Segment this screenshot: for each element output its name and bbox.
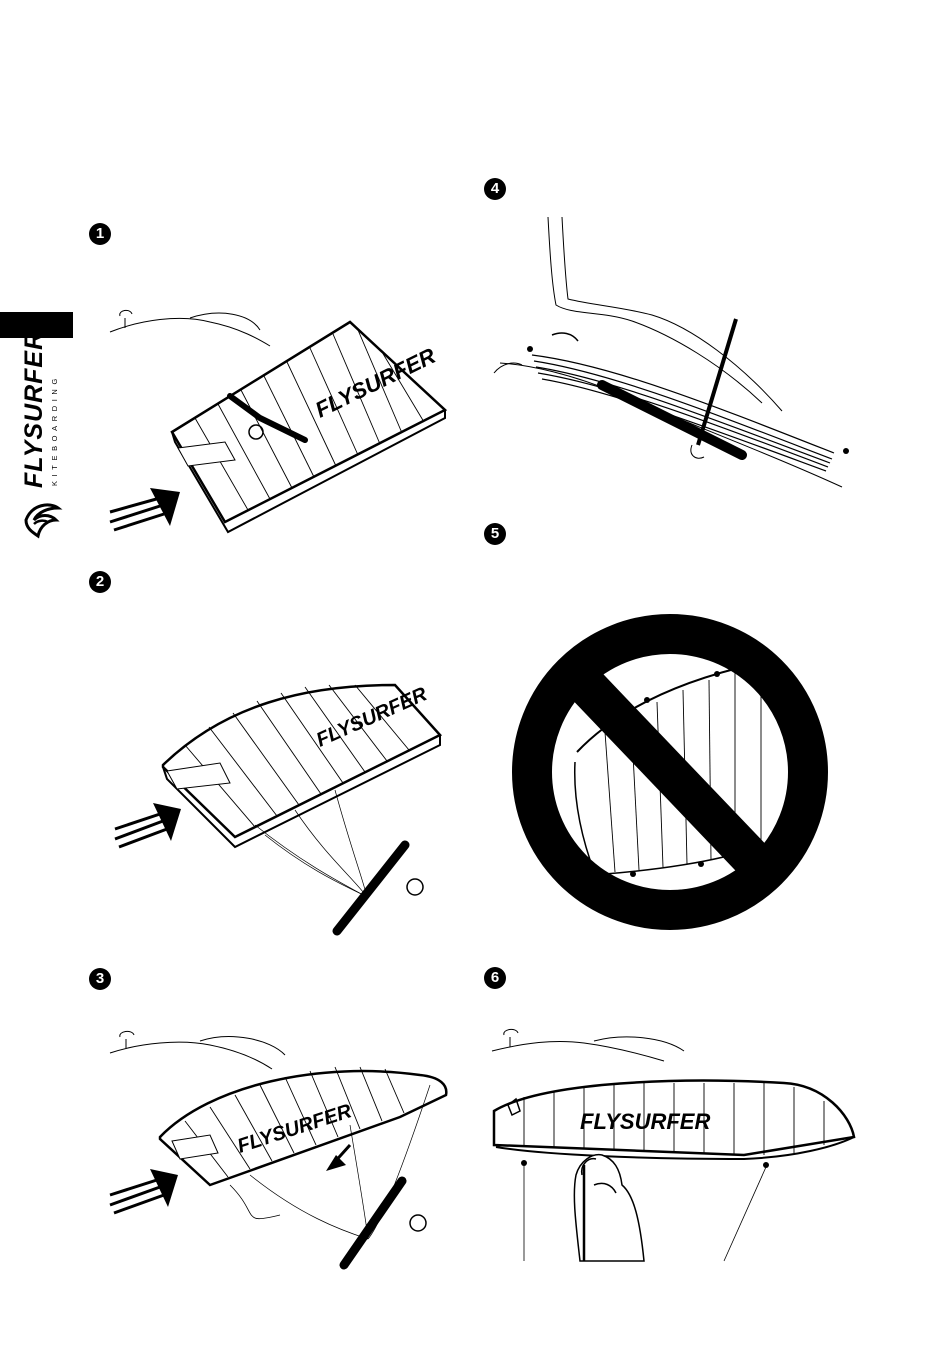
wind-arrow-icon-3 — [110, 1169, 178, 1213]
step-3-illustration: FLYSURFER — [100, 1025, 455, 1275]
brand-name: FLYSURFER — [20, 331, 48, 488]
wind-arrow-icon-2 — [115, 803, 181, 847]
step-2-illustration: FLYSURFER — [105, 675, 450, 940]
brand-wordmark: FLYSURFER KITEBOARDING — [20, 288, 74, 488]
tree-icon-6 — [504, 1029, 518, 1047]
step-6-illustration: FLYSURFER — [484, 1025, 859, 1265]
kite-letter-fragment: F — [787, 778, 806, 811]
brand-tagline: KITEBOARDING — [50, 374, 60, 486]
step-4-number: 4 — [484, 178, 506, 200]
step-4-illustration — [492, 215, 862, 505]
step-2-number: 2 — [89, 571, 111, 593]
step-5-number: 5 — [484, 523, 506, 545]
tree-icon-3 — [120, 1031, 134, 1049]
wind-arrow-icon — [110, 488, 180, 530]
step-3-number: 3 — [89, 968, 111, 990]
step-6-number: 6 — [484, 967, 506, 989]
step-1-number: 1 — [89, 223, 111, 245]
brand-logo-icon — [22, 498, 62, 542]
step-5-prohibited-illustration: F — [505, 612, 835, 932]
arrow-icon — [326, 1155, 346, 1171]
step-1-illustration: FLYSURFER — [100, 300, 455, 540]
kite-wordmark-6: FLYSURFER — [580, 1109, 710, 1134]
